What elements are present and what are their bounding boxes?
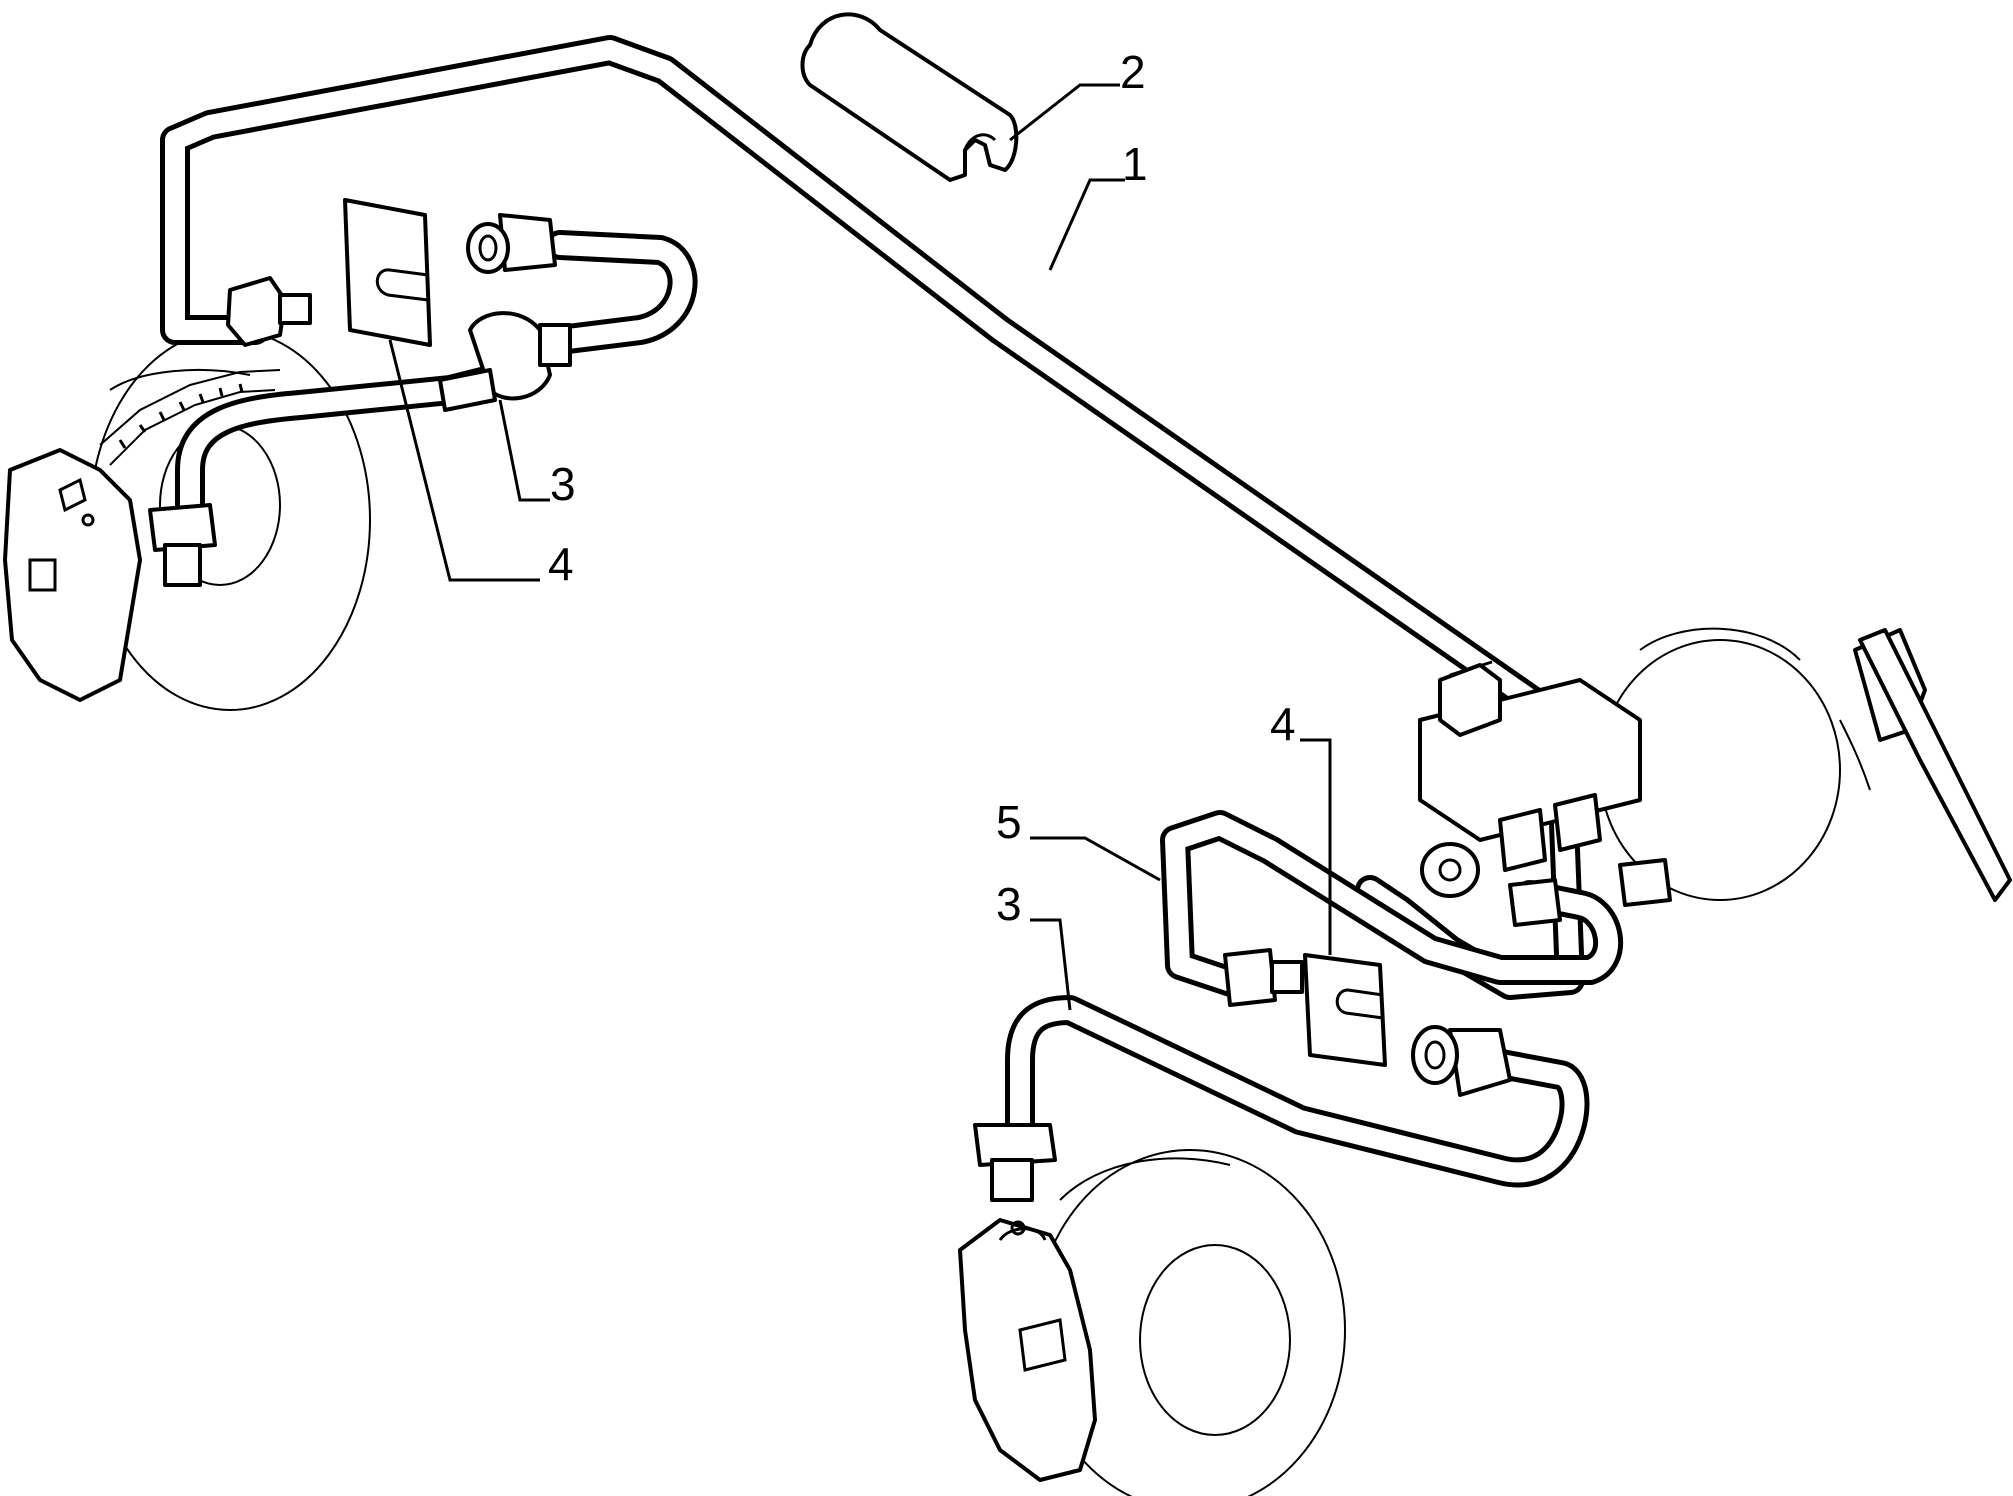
left-union-hex (226, 276, 287, 347)
pipe-5-end-thread (1270, 960, 1304, 994)
callout-2: 2 (1120, 46, 1146, 98)
left-flex-hose-inner (180, 370, 500, 530)
brake-booster (1599, 627, 2012, 902)
left-bracket-outline-top (99, 369, 281, 446)
right-disc-rim-top (1059, 1157, 1231, 1201)
callout-labels: 2 1 3 4 4 5 3 (548, 46, 1296, 930)
right-pipe-3-inner (1010, 1000, 1585, 1183)
left-union-nut (226, 276, 312, 347)
callout-3-left: 3 (550, 458, 576, 510)
right-top-fitting-face (1411, 1025, 1459, 1085)
left-caliper-thread (163, 543, 202, 587)
left-top-fitting-bore (478, 234, 498, 262)
left-flex-hose (175, 230, 698, 535)
right-caliper-body (958, 1218, 1097, 1482)
sleeve-slot (963, 133, 997, 151)
right-top-nut (1448, 1028, 1512, 1097)
left-top-fitting-face (466, 222, 510, 274)
sleeve-body (800, 12, 1019, 182)
right-caliper-hole (1010, 1220, 1026, 1236)
right-caliper-nut (973, 1123, 1057, 1167)
callout-3-right: 3 (996, 878, 1022, 930)
left-spacer-plate (343, 198, 432, 347)
callout-4-left: 4 (548, 538, 574, 590)
pipe-1-master-nut (1618, 858, 1672, 907)
left-caliper-hole (81, 513, 95, 527)
booster-pushrod (1839, 719, 1871, 791)
master-cylinder (1418, 660, 1642, 898)
left-hose-collar (538, 323, 572, 367)
left-u-pipe-inner (550, 235, 693, 350)
left-caliper-nut (148, 503, 217, 552)
pipe-5-end-nut (1223, 948, 1277, 1007)
brake-pipe-1 (160, 35, 1585, 1000)
right-top-fitting-bore (1424, 1040, 1446, 1070)
left-bracket-ribs (118, 383, 244, 449)
callout-4-right: 4 (1270, 698, 1296, 750)
brake-pipe-5 (1160, 810, 1623, 1000)
leader-1 (1048, 178, 1125, 271)
protective-sleeve-2 (800, 12, 1019, 182)
master-outlet-nuts (1223, 858, 1672, 1007)
left-plate-slot (375, 268, 429, 302)
master-side-port (1420, 842, 1480, 898)
leader-2 (1009, 83, 1120, 142)
left-caliper-body (3, 448, 142, 702)
pipe-5-master-nut (1508, 878, 1562, 927)
right-plate-slot (1335, 988, 1384, 1020)
pipe-5-inner (1165, 815, 1618, 995)
callout-1: 1 (1122, 138, 1148, 190)
right-caliper-detail (1018, 1318, 1067, 1372)
left-caliper-window (28, 558, 57, 592)
leader-3-left (498, 399, 550, 502)
right-plate-body (1303, 953, 1387, 1067)
callout-5: 5 (996, 796, 1022, 848)
right-disc-hub (1139, 1244, 1291, 1436)
brake-pedal-arm (1858, 628, 2012, 902)
reservoir-cap-ridge (1449, 660, 1493, 677)
left-hose-fittings (148, 213, 572, 587)
left-brake-caliper (3, 448, 142, 702)
leader-3-right (1030, 918, 1072, 1011)
left-hose-crimp (438, 368, 497, 412)
right-fittings (973, 1025, 1512, 1202)
booster-rim (1639, 627, 1801, 661)
master-port-2 (1553, 793, 1602, 852)
left-plate-body (343, 198, 432, 347)
leader-4-right (1300, 738, 1332, 955)
leader-5 (1030, 836, 1161, 882)
leader-lines (388, 83, 1332, 1011)
master-side-port-bore (1438, 858, 1462, 882)
left-hose-bracket (99, 369, 281, 466)
left-disc-rim-top (109, 369, 251, 391)
right-caliper-thread (990, 1158, 1034, 1202)
pipe-1-inner (165, 40, 1580, 995)
master-port-1 (1498, 808, 1547, 872)
pipe-1-outer (160, 35, 1585, 1000)
right-flex-pipe-3 (1005, 995, 1590, 1188)
reservoir-cap (1438, 663, 1502, 737)
left-caliper-detail (58, 477, 87, 513)
left-union-stub (278, 293, 312, 325)
right-brake-caliper (958, 1218, 1097, 1482)
leader-4-left (388, 339, 540, 582)
right-spacer-plate (1303, 953, 1387, 1067)
left-bracket-outline-bottom (109, 389, 276, 466)
